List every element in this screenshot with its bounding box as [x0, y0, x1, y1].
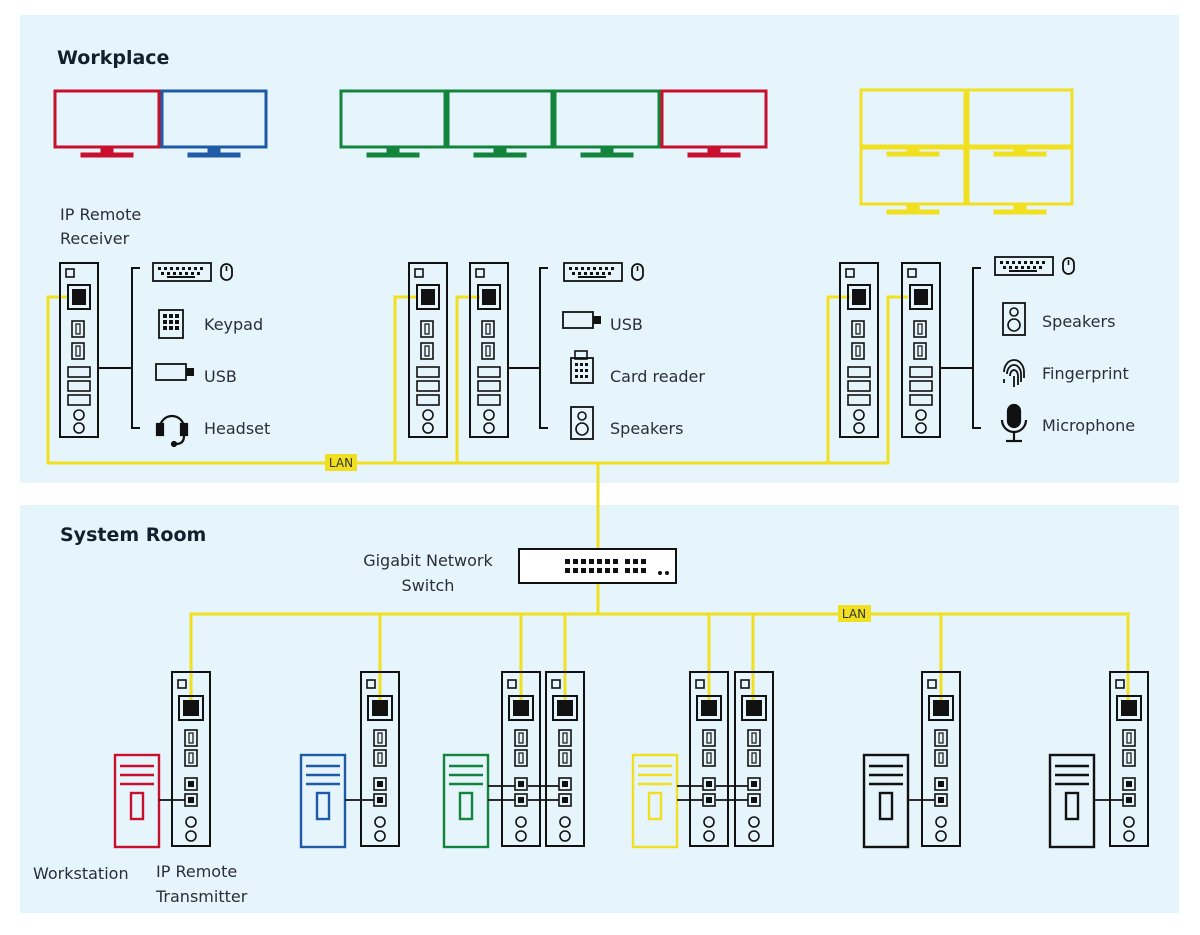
peripheral-fingerprint-label: Fingerprint [1042, 364, 1129, 383]
workstation-label: Workstation [33, 864, 129, 883]
workplace-panel [20, 15, 1179, 483]
switch-label-1: Gigabit Network [363, 551, 493, 570]
microphone-icon [1000, 403, 1028, 443]
gigabit-switch-icon [518, 548, 677, 584]
receiver-label-2: Receiver [60, 229, 130, 248]
transmitter-label-1: IP Remote [156, 862, 237, 881]
workplace-lan-badge [325, 454, 357, 471]
peripheral-card-reader-label: Card reader [610, 367, 705, 386]
workstation-cables [159, 785, 1123, 801]
peripheral-speakers-label-1: Speakers [610, 419, 683, 438]
keypad-icon [158, 309, 184, 339]
workplace-lan-lines [46, 295, 908, 550]
peripheral-speakers-label-2: Speakers [1042, 312, 1115, 331]
headset-icon [155, 414, 189, 448]
system-lan-label: LAN [842, 607, 866, 621]
peripheral-usb-label-1: USB [204, 367, 237, 386]
system-room-title: System Room [60, 524, 206, 546]
peripheral-headset-label: Headset [204, 419, 270, 438]
system-lan-lines [189, 584, 1130, 705]
peripheral-usb-label-2: USB [610, 315, 643, 334]
fingerprint-icon [1003, 359, 1025, 387]
transmitter-label-2: Transmitter [155, 887, 248, 906]
card-reader-icon [570, 350, 594, 384]
peripheral-microphone-label: Microphone [1042, 416, 1135, 435]
peripheral-keypad-label: Keypad [204, 315, 263, 334]
workplace-title: Workplace [57, 47, 169, 69]
receiver-label-1: IP Remote [60, 205, 141, 224]
system-lan-badge [838, 605, 871, 622]
switch-label-2: Switch [402, 576, 455, 595]
workplace-lan-label: LAN [329, 456, 353, 470]
